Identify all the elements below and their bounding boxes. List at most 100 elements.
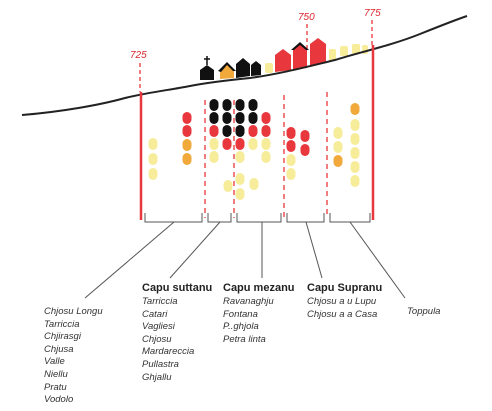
place-name: Chjosu Longu	[44, 306, 103, 317]
parcel-marker-yellow	[333, 141, 343, 153]
leader-suttanu	[169, 221, 221, 279]
parcel-marker-yellow	[350, 147, 360, 159]
group-title-suttanu: Capu suttanu	[142, 282, 213, 294]
place-name: Chjosu a u Lupu	[307, 296, 377, 307]
bracket-mezanu	[236, 213, 282, 223]
parcel-marker-red	[300, 144, 310, 156]
place-name: Tarriccia	[142, 296, 178, 307]
leader-lines	[84, 221, 406, 299]
place-name: Chjosu	[142, 333, 172, 345]
place-name: Ravanaghju	[223, 296, 274, 307]
place-name: Mardareccia	[142, 346, 195, 358]
leader-supranu	[305, 221, 323, 279]
house-black-2	[251, 61, 261, 76]
altitude-markers: 725 750 775	[130, 8, 381, 92]
parcel-marker-yellow	[333, 127, 343, 139]
parcel-marker-orange	[350, 103, 360, 115]
parcel-marker-black	[222, 112, 232, 124]
place-name: Niellu	[44, 368, 68, 380]
house-red	[275, 49, 291, 72]
parcel-marker-yellow	[350, 161, 360, 173]
parcel-marker-yellow	[235, 188, 245, 200]
parcel-marker-red	[235, 138, 245, 150]
parcel-marker-yellow	[249, 178, 259, 190]
parcel-marker-yellow	[148, 138, 158, 150]
place-name: Toppula	[407, 306, 441, 317]
group-right: Toppula	[407, 306, 440, 319]
place-name: Chjusa	[44, 343, 74, 355]
parcel-marker-red	[286, 140, 296, 152]
leader-left	[84, 221, 175, 299]
house-roof-2	[291, 42, 309, 50]
parcel-marker-yellow	[350, 119, 360, 131]
house-black	[236, 58, 250, 78]
parcel-marker-yellow	[209, 138, 219, 150]
leader-right	[349, 221, 406, 299]
parcel-marker-orange	[182, 139, 192, 151]
parcel-marker-yellow	[248, 138, 258, 150]
bracket-supranu-1	[286, 213, 325, 223]
house-orange-black-roof	[220, 63, 234, 79]
terrain-profile	[21, 15, 468, 116]
parcel-marker-red	[286, 127, 296, 139]
parcel-marker-yellow	[223, 180, 233, 192]
place-name: Valle	[44, 356, 65, 368]
place-name: Fontana	[223, 308, 258, 320]
parcel-marker-yellow	[235, 151, 245, 163]
parcel-marker-yellow	[148, 153, 158, 165]
parcel-marker-yellow	[286, 168, 296, 180]
parcel-marker-red	[182, 112, 192, 124]
altitude-label-775: 775	[364, 8, 381, 19]
parcel-marker-black	[235, 99, 245, 111]
parcel-marker-black	[235, 112, 245, 124]
village-buildings	[200, 38, 368, 80]
parcel-marker-red	[261, 125, 271, 137]
place-name: Pullastra	[142, 358, 179, 370]
place-name: Vagliesi	[142, 321, 175, 333]
parcel-marker-red	[248, 125, 258, 137]
parcel-marker-orange	[182, 153, 192, 165]
chapel-building	[200, 65, 214, 80]
place-name: Vodolo	[44, 394, 74, 406]
parcel-marker-yellow	[350, 175, 360, 187]
parcel-marker-red	[209, 125, 219, 137]
zone-dividers	[204, 92, 328, 218]
house-red-2	[293, 43, 307, 70]
house-red-3	[310, 38, 326, 67]
place-name: Chjirasgi	[44, 331, 81, 343]
place-name: Ghjallu	[142, 371, 172, 383]
house-roof	[218, 62, 236, 72]
house-yellow	[265, 63, 273, 73]
place-name: Tarriccia	[44, 318, 80, 330]
place-name: Catari	[142, 308, 168, 320]
parcel-marker-yellow	[261, 138, 271, 150]
house-yellow-2	[329, 49, 336, 61]
house-yellow-3	[340, 46, 348, 56]
bracket-suttanu	[207, 213, 232, 223]
house-yellow-4	[352, 44, 360, 54]
parcel-marker-red	[300, 130, 310, 142]
parcel-marker-orange	[333, 155, 343, 167]
bracket-left	[144, 213, 203, 223]
altitude-label-750: 750	[298, 12, 315, 23]
parcel-marker-black	[209, 112, 219, 124]
place-name: P..ghjola	[223, 321, 259, 333]
parcel-marker-yellow	[235, 173, 245, 185]
parcel-marker-black	[209, 99, 219, 111]
altitude-label-725: 725	[130, 50, 147, 61]
place-name: Chjosu a a Casa	[307, 308, 378, 320]
parcel-marker-yellow	[209, 151, 219, 163]
parcel-marker-black	[248, 99, 258, 111]
parcel-markers	[148, 99, 360, 200]
place-list-right: Toppula	[407, 306, 440, 319]
parcel-marker-yellow	[148, 168, 158, 180]
parcel-marker-black	[235, 125, 245, 137]
